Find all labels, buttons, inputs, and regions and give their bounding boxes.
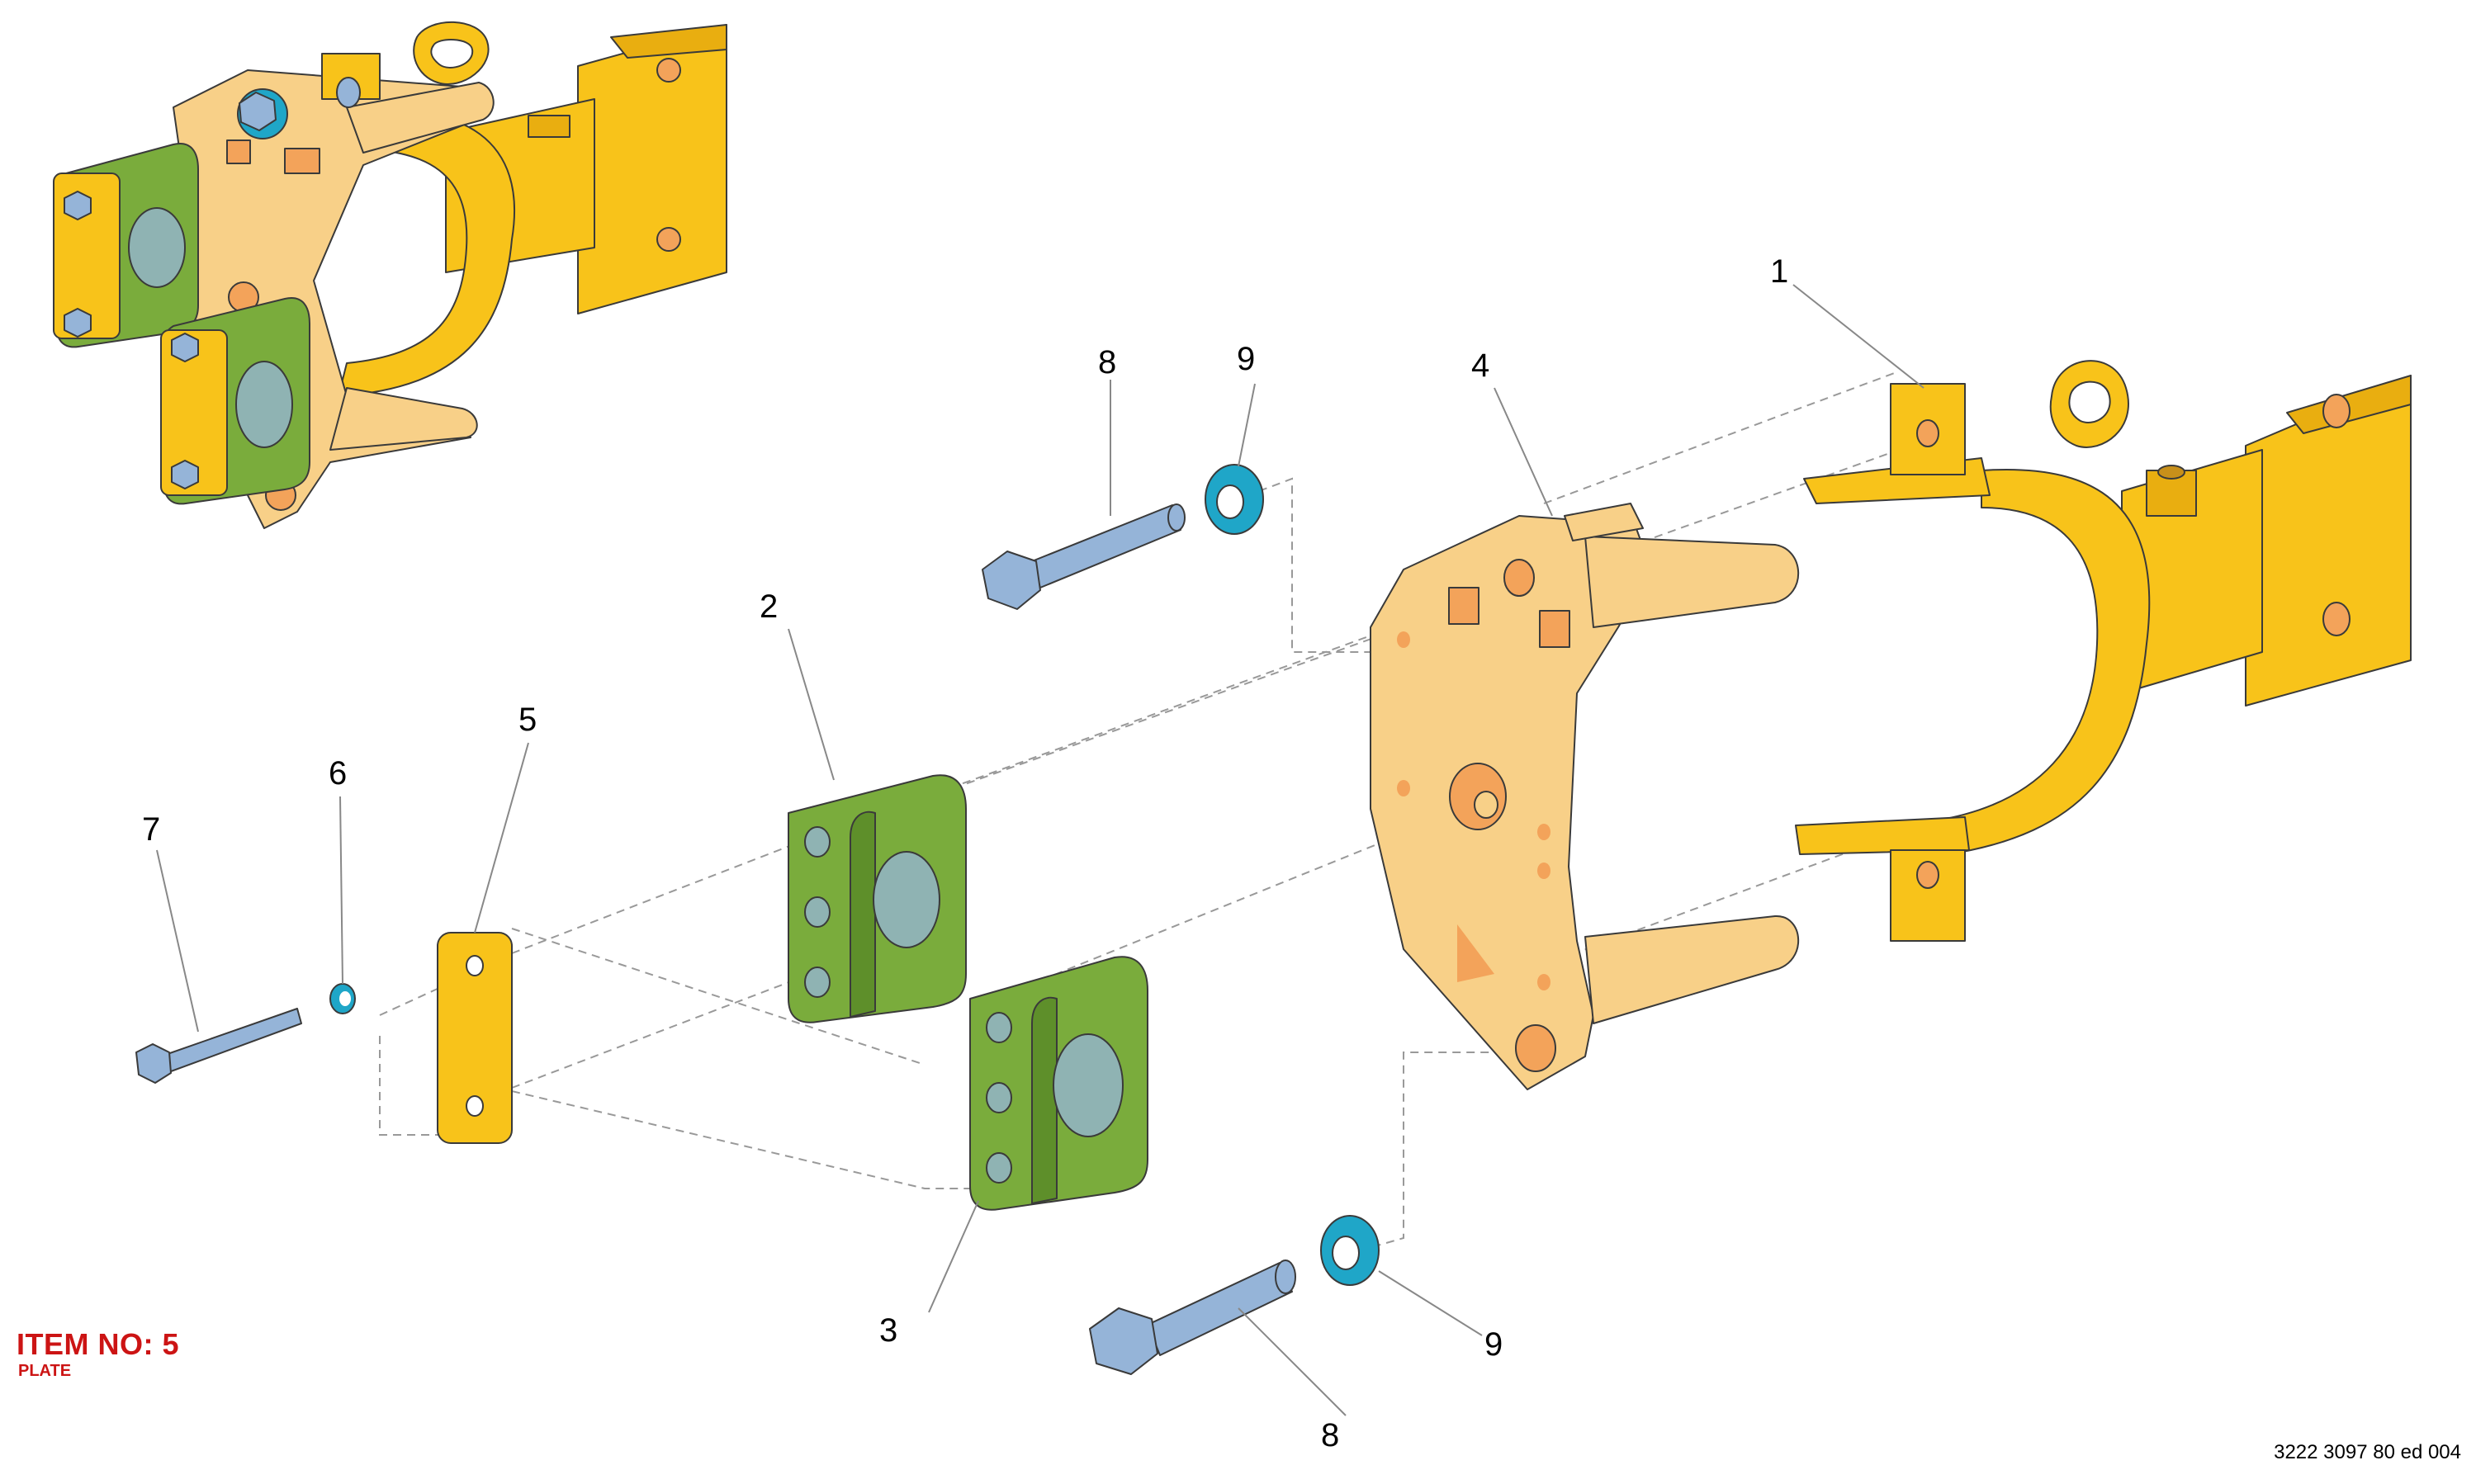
callout-8-bottom: 8 [1321, 1417, 1339, 1453]
callout-9-bottom: 9 [1484, 1326, 1503, 1363]
callout-9-top: 9 [1237, 341, 1255, 377]
assembly-lines [379, 371, 1958, 1255]
clamp-block-part-2 [788, 774, 967, 1023]
callout-6: 6 [329, 755, 347, 792]
assembled-arm [338, 21, 727, 397]
item-number-title: ITEM NO: 5 [17, 1327, 180, 1361]
assembled-bolts [64, 53, 381, 489]
callout-1: 1 [1770, 253, 1788, 290]
callout-7: 7 [142, 811, 160, 848]
clamp-block-part-3 [969, 956, 1148, 1211]
item-part-name: PLATE [18, 1362, 72, 1380]
callout-3: 3 [879, 1312, 897, 1349]
assembled-blocks [53, 143, 310, 505]
washer-part-9-bottom [1320, 1215, 1380, 1286]
callout-5: 5 [518, 702, 537, 738]
plate-part-5 [437, 932, 513, 1144]
callout-labels: 1 2 3 4 5 6 7 8 9 8 9 [142, 253, 1788, 1453]
callout-2: 2 [760, 588, 778, 625]
bolt-part-7 [135, 1008, 302, 1084]
drawing-reference-number: 3222 3097 80 ed 004 [2274, 1441, 2461, 1463]
bolt-part-8-bottom [1089, 1260, 1296, 1375]
callout-4: 4 [1471, 347, 1489, 384]
washer-part-9-top [1205, 464, 1264, 535]
bracket-part-4 [1370, 503, 1800, 1090]
callout-leaders [156, 284, 1924, 1416]
assembled-view [53, 21, 727, 529]
callout-8-top: 8 [1098, 344, 1116, 380]
bolt-part-8-top [982, 503, 1186, 610]
mount-arm-part-1 [1795, 360, 2412, 942]
washer-part-6 [329, 983, 356, 1014]
